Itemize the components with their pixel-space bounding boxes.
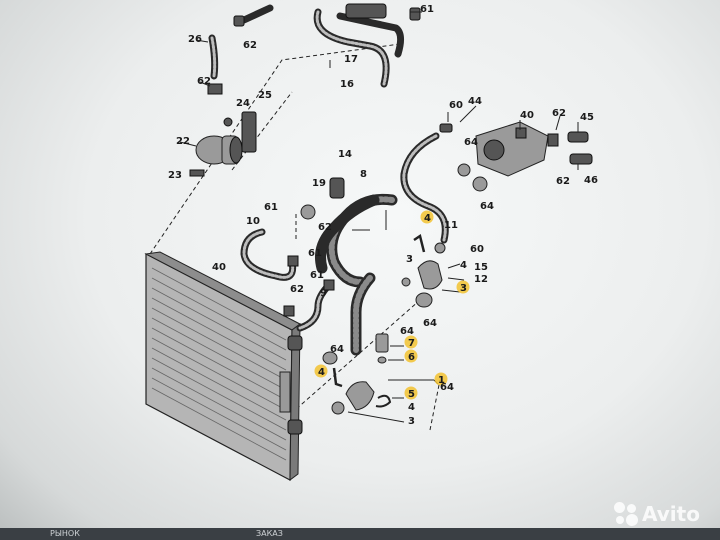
callout-highlight: [456, 280, 470, 294]
callout-label-62: 62: [552, 108, 566, 119]
callout-label-3: 3: [406, 254, 413, 265]
callout-label-22: 22: [176, 136, 190, 147]
callout-label-62: 62: [290, 284, 304, 295]
callout-label-45: 45: [580, 112, 594, 123]
callout-label-62: 62: [318, 222, 332, 233]
avito-brand-text: Avito: [642, 502, 700, 526]
callout-label-7: 7: [408, 338, 415, 349]
callout-label-60: 60: [470, 244, 484, 255]
bottom-screen-bar: РЫНОК ЗАКАЗ: [0, 528, 720, 540]
callout-label-60: 60: [449, 100, 463, 111]
callout-label-16: 16: [340, 79, 354, 90]
callout-label-23: 23: [168, 170, 182, 181]
bottom-bar-mid-text: ЗАКАЗ: [256, 529, 283, 538]
radiator: [144, 251, 303, 482]
callout-label-64: 64: [423, 318, 437, 329]
callout-label-10: 10: [246, 216, 260, 227]
callout-label-3: 3: [408, 416, 415, 427]
callout-leaders: [179, 11, 579, 423]
callout-highlight: [404, 335, 418, 349]
callout-label-40: 40: [212, 262, 226, 273]
callout-label-4: 4: [318, 367, 325, 378]
callout-label-46: 46: [584, 175, 598, 186]
callout-label-1: 1: [438, 375, 445, 386]
callout-label-62: 62: [197, 76, 211, 87]
callout-label-44: 44: [468, 96, 482, 107]
callout-label-26: 26: [188, 34, 202, 45]
top-hoses: [208, 3, 421, 88]
callout-label-62: 62: [243, 40, 257, 51]
callout-label-17: 17: [344, 54, 358, 65]
callout-label-4: 4: [408, 402, 415, 413]
callout-label-40: 40: [520, 110, 534, 121]
callout-label-61: 61: [310, 270, 324, 281]
callout-label-62: 62: [556, 176, 570, 187]
auxiliary-water-pump: [189, 83, 257, 177]
callout-highlight: [404, 349, 418, 363]
leader-lines: [149, 43, 441, 431]
callout-highlight: [404, 386, 418, 400]
callout-label-3: 3: [460, 283, 467, 294]
callout-label-4: 4: [424, 213, 431, 224]
callout-label-64: 64: [330, 344, 344, 355]
callout-label-25: 25: [258, 90, 272, 101]
callout-label-14: 14: [338, 149, 352, 160]
callout-label-19: 19: [312, 178, 326, 189]
callout-label-6: 6: [408, 352, 415, 363]
bleeder-hose: [400, 123, 453, 254]
callout-highlight: [420, 210, 434, 224]
callout-label-4: 4: [460, 260, 467, 271]
callout-label-11: 11: [444, 220, 458, 231]
connector-15: [401, 233, 443, 308]
avito-watermark: Avito: [614, 500, 700, 528]
callout-label-24: 24: [236, 98, 250, 109]
callout-label-64: 64: [400, 326, 414, 337]
small-hoses: [240, 228, 335, 332]
callout-label-8: 8: [360, 169, 367, 180]
callout-label-61: 61: [420, 4, 434, 15]
connector-1-kit: [322, 333, 392, 415]
callout-label-9: 9: [320, 288, 327, 299]
callout-label-61: 61: [308, 248, 322, 259]
avito-logo-icon: [614, 502, 638, 526]
main-coolant-hose: [300, 177, 398, 356]
bottom-bar-left-text: РЫНОК: [50, 529, 80, 538]
callout-highlight: [314, 364, 328, 378]
callout-label-15: 15: [474, 262, 488, 273]
coolant-flange: [457, 121, 593, 192]
callout-label-5: 5: [408, 389, 415, 400]
callout-label-64: 64: [480, 201, 494, 212]
callout-highlight: [434, 372, 448, 386]
callout-label-64: 64: [440, 382, 454, 393]
callout-label-64: 64: [464, 137, 478, 148]
callout-label-12: 12: [474, 274, 488, 285]
callout-label-61: 61: [264, 202, 278, 213]
